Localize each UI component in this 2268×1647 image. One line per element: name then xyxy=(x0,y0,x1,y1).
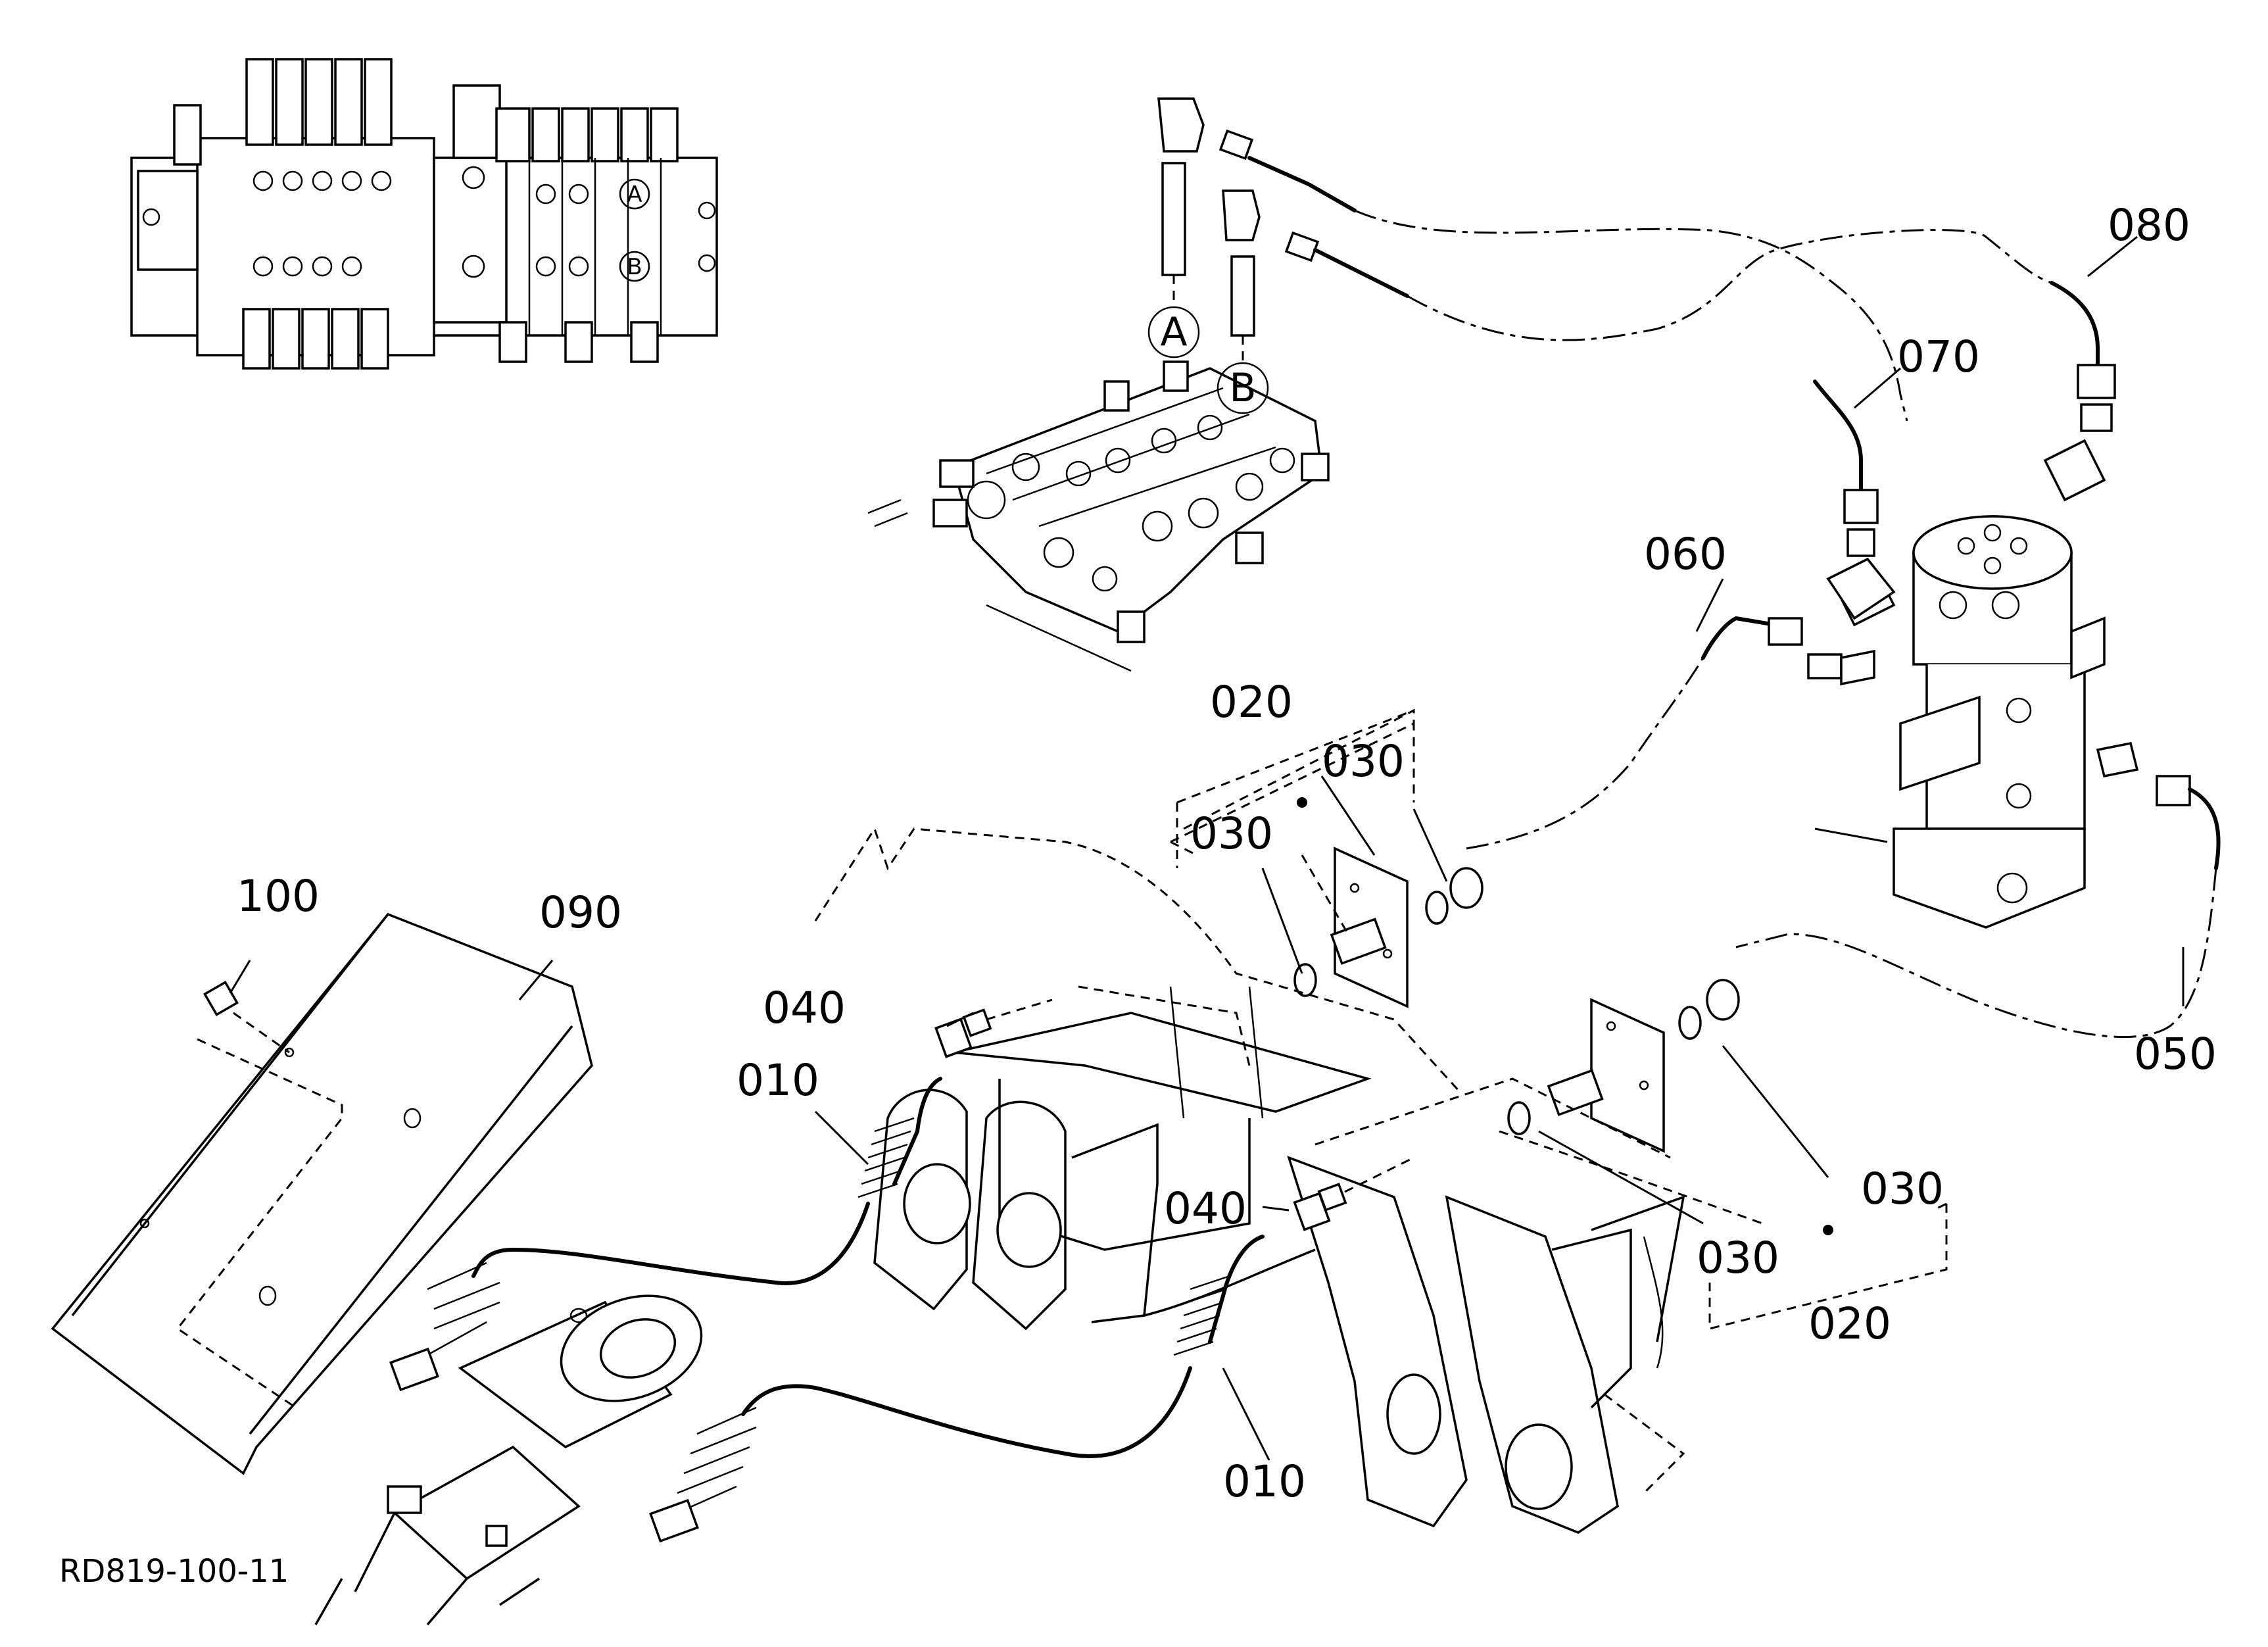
part-label-010-lower: 010 xyxy=(1223,1456,1306,1507)
part-label-020-lower: 020 xyxy=(1808,1298,1891,1349)
bulkhead-plate-upper xyxy=(1170,722,1484,1008)
hose-cover xyxy=(51,912,593,1475)
group-bracket-020-upper xyxy=(1176,709,1414,804)
control-valve-assembly: A B xyxy=(867,97,1330,672)
part-label-030-d: 030 xyxy=(1697,1233,1779,1283)
part-label-070: 070 xyxy=(1897,332,1980,382)
hose-060 xyxy=(1466,616,1875,850)
inset-port-b-label: B xyxy=(627,254,642,280)
part-number-labels: 080 070 060 020 030 030 100 090 040 010 … xyxy=(237,200,2217,1507)
part-label-010-upper: 010 xyxy=(736,1055,819,1106)
part-label-050: 050 xyxy=(2134,1029,2217,1079)
part-label-100: 100 xyxy=(237,871,320,922)
hose-080 xyxy=(2043,281,2116,502)
hose-010-lower xyxy=(649,1235,1265,1543)
hose-010-upper xyxy=(389,1077,942,1392)
part-label-040-upper: 040 xyxy=(763,983,846,1033)
hose-050 xyxy=(1735,741,2221,1038)
diagram-code: RD819-100-11 xyxy=(59,1553,289,1590)
part-label-040-lower: 040 xyxy=(1164,1183,1247,1234)
part-label-060: 060 xyxy=(1644,529,1727,579)
part-label-020-upper: 020 xyxy=(1210,677,1293,727)
inset-port-a-label: A xyxy=(627,182,642,208)
assembly-dot-lower xyxy=(1823,1225,1833,1235)
bolt-100 xyxy=(203,981,290,1054)
assembly-dot-upper xyxy=(1297,797,1307,808)
upper-hoses xyxy=(1218,129,2052,422)
part-label-090: 090 xyxy=(539,887,622,938)
port-b-label: B xyxy=(1229,365,1256,411)
boom-cylinder xyxy=(314,1294,703,1626)
plug-040-upper xyxy=(934,998,1053,1058)
plug-040-lower xyxy=(1293,1156,1414,1231)
control-valve-top-view-inset: A B xyxy=(130,58,718,370)
hose-070 xyxy=(1813,380,1896,620)
part-label-080: 080 xyxy=(2108,200,2190,251)
swivel-joint xyxy=(1839,515,2106,929)
part-label-030-b: 030 xyxy=(1190,808,1273,859)
part-label-030-a: 030 xyxy=(1322,736,1405,787)
part-label-030-c: 030 xyxy=(1861,1164,1944,1214)
port-a-label: A xyxy=(1160,309,1187,355)
